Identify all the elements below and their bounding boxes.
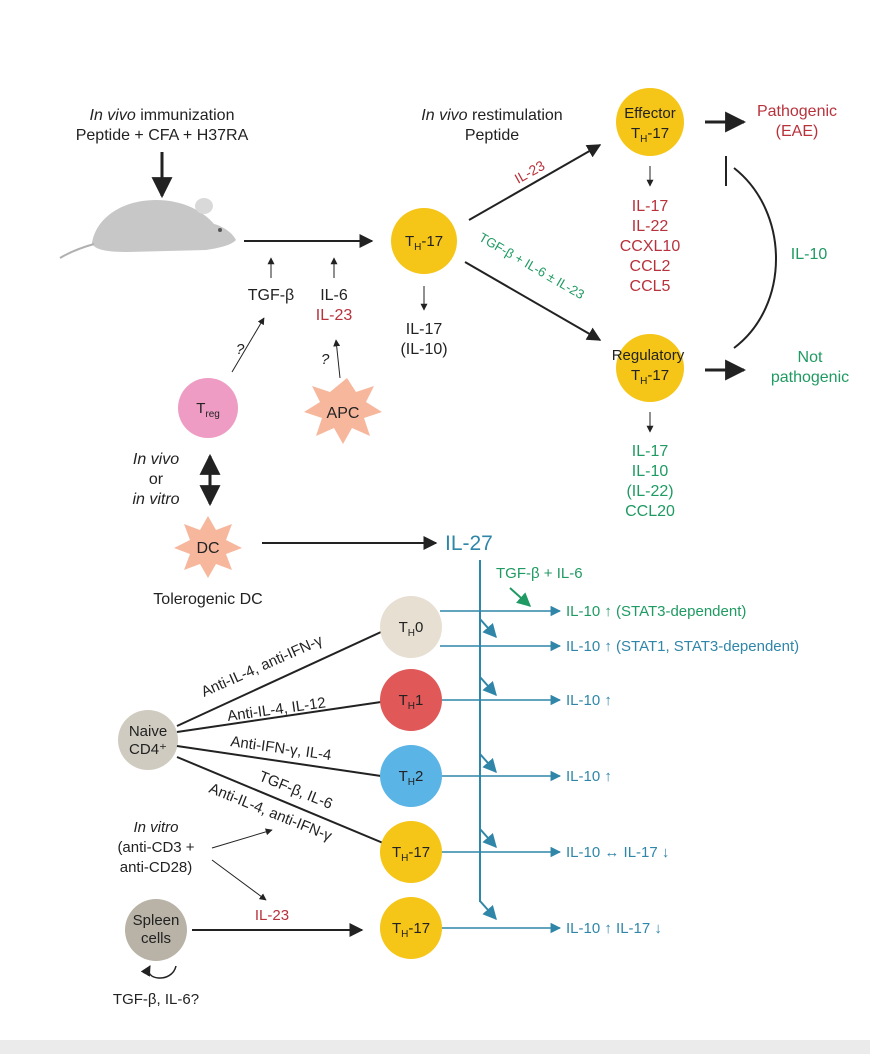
cd4-label: CD4⁺ [129, 741, 167, 758]
invitro-to-th17-arrow [211, 828, 273, 849]
il6-label: IL-6 [320, 287, 348, 304]
il27-branch-th17-a [479, 828, 497, 849]
restimulation-label: In vivo restimulation [421, 107, 562, 124]
anti-cd3-label: (anti-CD3 + [117, 839, 194, 856]
outcome-th17-spleen: IL-10 ↑ IL-17 ↓ [566, 920, 662, 937]
outcome-th0-stat1-stat3: IL-10 ↑ (STAT1, STAT3-dependent) [566, 638, 799, 655]
effector-cytokine-il22: IL-22 [632, 218, 669, 235]
pathogenic-eae-label: (EAE) [776, 123, 819, 140]
naive-to-th2-line [176, 745, 382, 777]
treg-cell [178, 378, 238, 438]
il10-feedback-arc [733, 167, 777, 349]
th17-cytokine-il17: IL-17 [406, 321, 443, 338]
immunization-label: In vivo immunization [90, 107, 235, 124]
restimulation-agent: Peptide [465, 127, 519, 144]
regulatory-branch-arrow [464, 261, 602, 341]
naive-to-th0-line [176, 631, 382, 727]
il27-branch-th0-stat1 [479, 618, 497, 639]
effector-label: Effector [624, 105, 675, 122]
th17-cytokine-il10: (IL-10) [400, 341, 447, 358]
spleen-loop-label: TGF-β, IL-6? [113, 991, 199, 1008]
invitro-to-il23-arrow [211, 859, 267, 901]
in-vivo-label: In vivo [133, 451, 179, 468]
th17-main-cell [391, 208, 457, 274]
spleen-loop-arrow [140, 965, 177, 979]
immunization-agents: Peptide + CFA + H37RA [76, 127, 249, 144]
il27-branch-th2 [479, 753, 497, 774]
regulatory-cytokine-ccl20: CCL20 [625, 503, 675, 520]
regulatory-th17-label: TH-17 [631, 367, 669, 387]
il27-branch-th17-b [479, 900, 497, 921]
in-vitro-label: in vitro [132, 491, 179, 508]
apc-label: APC [327, 405, 360, 422]
th17-main-label: TH-17 [405, 233, 443, 253]
apc-to-il6-arrow [333, 339, 341, 379]
effector-cytokine-ccxl10: CCXL10 [620, 238, 681, 255]
regulatory-th17-cell [616, 334, 684, 402]
il27-branch-th1 [479, 676, 497, 697]
th17-invitro-cell [380, 821, 442, 883]
regulatory-label: Regulatory [612, 347, 685, 364]
tgfb-label: TGF-β [248, 287, 295, 304]
naive-label: Naive [129, 723, 167, 740]
il23-branch-arrow [468, 144, 602, 221]
th17-spleen-cell [380, 897, 442, 959]
regulatory-branch-label: TGF-β + IL-6 ± IL-23 [477, 230, 588, 302]
effector-cytokine-ccl5: CCL5 [630, 278, 671, 295]
tgfb-il6-label: TGF-β + IL-6 [496, 565, 583, 582]
outcome-th17-invitro: IL-10 ↔ IL-17 ↓ [566, 844, 669, 861]
apc-cell [304, 378, 382, 444]
not-pathogenic-label-2: pathogenic [771, 369, 849, 386]
tolerogenic-dc-label: Tolerogenic DC [153, 591, 262, 608]
anti-cd28-label: anti-CD28) [120, 859, 193, 876]
il23-branch-label: IL-23 [512, 157, 548, 187]
tgfb-il6-arrow [509, 587, 532, 607]
treg-label: Treg [196, 400, 220, 420]
effector-cytokine-il17: IL-17 [632, 198, 669, 215]
th0-cell [380, 596, 442, 658]
dc-label: DC [196, 540, 219, 557]
spleen-cells [125, 899, 187, 961]
apc-question-mark: ? [321, 351, 330, 368]
il27-label: IL-27 [445, 532, 493, 555]
cond-th2-label: Anti-IFN-γ, IL-4 [229, 733, 332, 764]
outcome-th0-stat3: IL-10 ↑ (STAT3-dependent) [566, 603, 746, 620]
bottom-border-strip [0, 1040, 870, 1054]
effector-th17-cell [616, 88, 684, 156]
spleen-label: Spleen [133, 912, 180, 929]
th1-label: TH1 [399, 692, 424, 712]
mouse-icon [59, 198, 236, 259]
pathogenic-label: Pathogenic [757, 103, 837, 120]
th17-invitro-label: TH-17 [392, 844, 430, 864]
effector-th17-label: TH-17 [631, 125, 669, 145]
dc-cell [174, 516, 242, 578]
naive-cd4-cell [118, 710, 178, 770]
cells-label: cells [141, 930, 171, 947]
th0-label: TH0 [399, 619, 424, 639]
not-pathogenic-label: Not [798, 349, 823, 366]
il10-feedback-label: IL-10 [791, 246, 828, 263]
effector-cytokine-ccl2: CCL2 [630, 258, 671, 275]
th2-cell [380, 745, 442, 807]
cond-th1-label: Anti-IL-4, IL-12 [226, 694, 327, 725]
treg-to-tgfb-arrow [231, 317, 265, 373]
regulatory-cytokine-il22: (IL-22) [626, 483, 673, 500]
spleen-il23-label: IL-23 [255, 907, 289, 924]
regulatory-cytokine-il17: IL-17 [632, 443, 669, 460]
naive-to-th1-line [176, 701, 382, 733]
in-vitro-condition-label: In vitro [133, 819, 178, 836]
naive-to-th17-line [176, 756, 384, 844]
regulatory-cytokine-il10: IL-10 [632, 463, 669, 480]
outcome-th2: IL-10 ↑ [566, 768, 612, 785]
treg-question-mark: ? [236, 341, 245, 358]
th17-spleen-label: TH-17 [392, 920, 430, 940]
th2-label: TH2 [399, 768, 424, 788]
outcome-th1: IL-10 ↑ [566, 692, 612, 709]
il23-label: IL-23 [316, 307, 353, 324]
or-label: or [149, 471, 164, 488]
th1-cell [380, 669, 442, 731]
